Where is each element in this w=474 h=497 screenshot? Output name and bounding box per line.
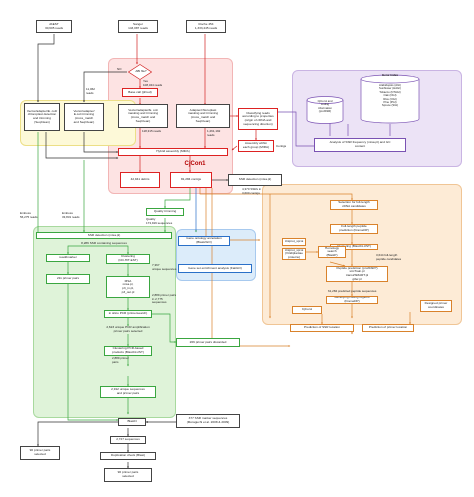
- uniprot2-box: Uniprot_sprot (Viridiplantae proteins): [282, 248, 306, 260]
- read2marker-box: read2marker: [46, 254, 90, 262]
- cjcon-database: CjCon1 and coding information (protSSR): [306, 96, 344, 124]
- gene-index-title: Gene index: [381, 73, 399, 77]
- primer-2912-label: 2,889 primer pairs: [112, 356, 129, 364]
- unique-primer-box: 2,912 unique sequences and primer pairs: [100, 386, 156, 398]
- blastn-box: BlastN: [118, 418, 146, 426]
- ssr-count-label: 4,370 SSRs in 3,600 contigs: [242, 187, 262, 195]
- adapter-chloroplast-box: Adapter/chloroplast masking and trimming…: [176, 104, 230, 128]
- vector-far-left-box: Vector/adapter/E. coli/ chloroplast dete…: [24, 103, 60, 131]
- published-markers-box: 377 SSR marker sequences (Moraguchi et a…: [176, 414, 240, 428]
- uniprot-box: Uniprot_sprot: [282, 238, 306, 246]
- cluster-pcr-box: Clustering PCR-based products (BlastCLUS…: [104, 346, 152, 356]
- pred-ssr-box: Prediction of SSR location: [290, 324, 354, 332]
- debris-box: 42,941 debris: [120, 172, 160, 188]
- reads-1260-label: 1,261,192 reads: [207, 129, 221, 137]
- emboss3-label: Quality 173,919 sequences: [146, 217, 173, 225]
- reads-11061-label: 11,062 reads: [86, 87, 95, 95]
- seq-7-label: 7,367 unique sequences: [152, 263, 177, 271]
- cjcon1-small-box: CjCon1: [292, 306, 322, 314]
- gene-index-list: Arabidopsis (AGI) Sunflower (HAGI) Tobac…: [378, 83, 402, 108]
- abi-label: ABI file?: [135, 69, 147, 73]
- designed-box: Designed primer coordinates: [420, 300, 452, 312]
- unique-pcr-box: 2,623 unique PCR amplification primer pa…: [106, 326, 150, 333]
- ssr-detection-box: SSR detection (misa.pl): [228, 174, 282, 186]
- peptide-pred-box: Peptide prediction (protSSR?) simTrain.p…: [326, 266, 388, 282]
- cjcon-database-label: CjCon1 and coding information (protSSR): [317, 99, 333, 114]
- clustering-box: Clustering (CD-HIT-EST): [106, 254, 150, 264]
- emboss-label: Emboss 56,275 reads: [20, 211, 38, 219]
- insilico-pcr-box: in silico PCR (primersearch): [104, 310, 152, 318]
- sanger-box: Sanger 143,087 reads: [118, 20, 158, 33]
- diagram-title: CjCon1: [184, 161, 206, 168]
- gene-index-database: Gene index Arabidopsis (AGI) Sunflower (…: [360, 73, 420, 124]
- identifying-box: Identifying coding regions (FrameDP): [326, 296, 378, 304]
- gene-set-box: Gene set enrichment analysis (FatiGO): [178, 264, 252, 273]
- dbest-box: dbEST 30,605 reads: [36, 20, 72, 33]
- pred-primer-box: Prediction of primer location: [362, 324, 414, 332]
- discarded-box: 266 primer pairs discarded: [176, 338, 240, 347]
- fl-count-label: 3,644 full-length peptide candidates: [376, 253, 402, 261]
- reads-118-label: 118,315 reads: [142, 129, 161, 133]
- unique-bottom-box: 2,727 sequences: [110, 436, 146, 444]
- primer-final-left-box: 90 primer pairs selected: [20, 446, 60, 460]
- roche-box: Roche 454 1,333,445 reads: [186, 20, 226, 33]
- contigs-label: Contigs: [276, 144, 287, 148]
- ssr-containing-box: 8,286 SSR containing sequences: [81, 240, 127, 245]
- base-call-box: Base call (phred): [122, 88, 158, 97]
- protein-count-label: 61,284 predicted peptide sequences: [328, 289, 377, 293]
- quality-trim-box: Quality trimming: [146, 208, 184, 216]
- vector-mid-box: Vector/adapter/E. coli masking and trimm…: [118, 104, 168, 128]
- yes-count-label: Yes 108,344 reads: [143, 79, 163, 87]
- assembly-box: Assembly within each group (MIRA): [238, 140, 274, 152]
- ssr-detection-green-box: SSR detection (misa.pl): [36, 232, 172, 239]
- fl-peptide-box: Full-length peptide prediction (FrameDP): [330, 224, 378, 234]
- hybrid-box: Hybrid assembly (MIRA): [118, 148, 228, 156]
- go-annotation-box: Gene ontology annotation (Blast2GO): [178, 236, 230, 246]
- classify-box: Classifying reads according to propertie…: [238, 108, 278, 130]
- primer-2775-label: 2,889 primer pairs in 2,775 sequences: [152, 293, 177, 304]
- vector-left-box: Vector/adapter/ E.coli trimming (cross_m…: [64, 103, 104, 131]
- analysis-ssr-box: Analysis of SSR frequency (misa.pl) and …: [314, 138, 406, 152]
- contigs-main-box: 81,284 contigs: [170, 172, 212, 188]
- no-label: NO: [117, 67, 122, 71]
- emboss2-label: Emboss 33,831 reads: [62, 211, 80, 219]
- primer-final-box: 90 primer pairs selected: [104, 468, 152, 482]
- homology-box: Homology search (BlastP): [318, 246, 346, 258]
- selection-fl-box: Selection for full-length cDNA candidate…: [330, 200, 378, 210]
- abi-decision: [128, 64, 152, 80]
- dup-check-box: Duplication check (Blast): [100, 452, 156, 460]
- msa-box: MSA misa.pl, p3_in.pl, p3_out.pl: [106, 276, 150, 298]
- primer-left-box: 211 primer pairs: [46, 274, 90, 284]
